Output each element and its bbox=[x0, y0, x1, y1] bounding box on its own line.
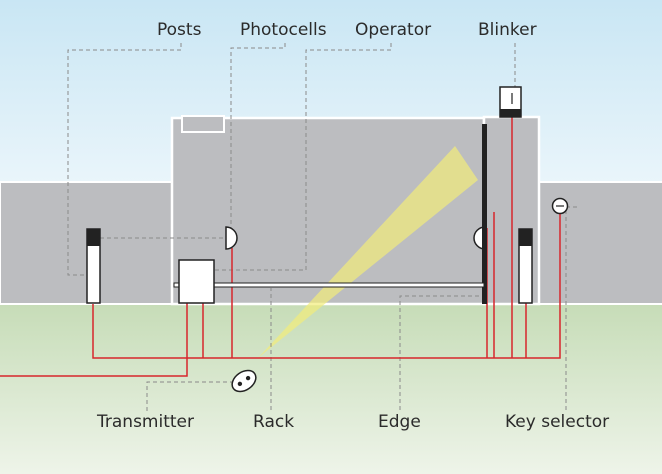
leader-operator bbox=[210, 43, 392, 271]
leader-posts bbox=[67, 43, 182, 276]
operator-unit bbox=[178, 259, 215, 304]
label-blinker: Blinker bbox=[478, 20, 537, 40]
blinker bbox=[499, 86, 522, 118]
label-transmitter: Transmitter bbox=[97, 412, 194, 432]
rack bbox=[173, 282, 485, 288]
transmitter-device bbox=[231, 369, 257, 393]
right-post bbox=[518, 228, 533, 304]
photocell-left bbox=[225, 226, 238, 250]
label-photocells: Photocells bbox=[240, 20, 327, 40]
label-operator: Operator bbox=[355, 20, 432, 40]
ground-area bbox=[0, 303, 662, 474]
photocell-beam bbox=[258, 146, 478, 358]
safety-edge bbox=[482, 124, 487, 304]
label-key-selector: Key selector bbox=[505, 412, 610, 432]
gate-top-notch bbox=[181, 115, 225, 133]
label-posts: Posts bbox=[157, 20, 202, 40]
left-post bbox=[86, 228, 101, 304]
leader-edge bbox=[399, 295, 482, 410]
leader-transmitter bbox=[146, 381, 234, 411]
leader-photocells bbox=[230, 43, 286, 237]
label-edge: Edge bbox=[378, 412, 421, 432]
label-rack: Rack bbox=[253, 412, 295, 432]
